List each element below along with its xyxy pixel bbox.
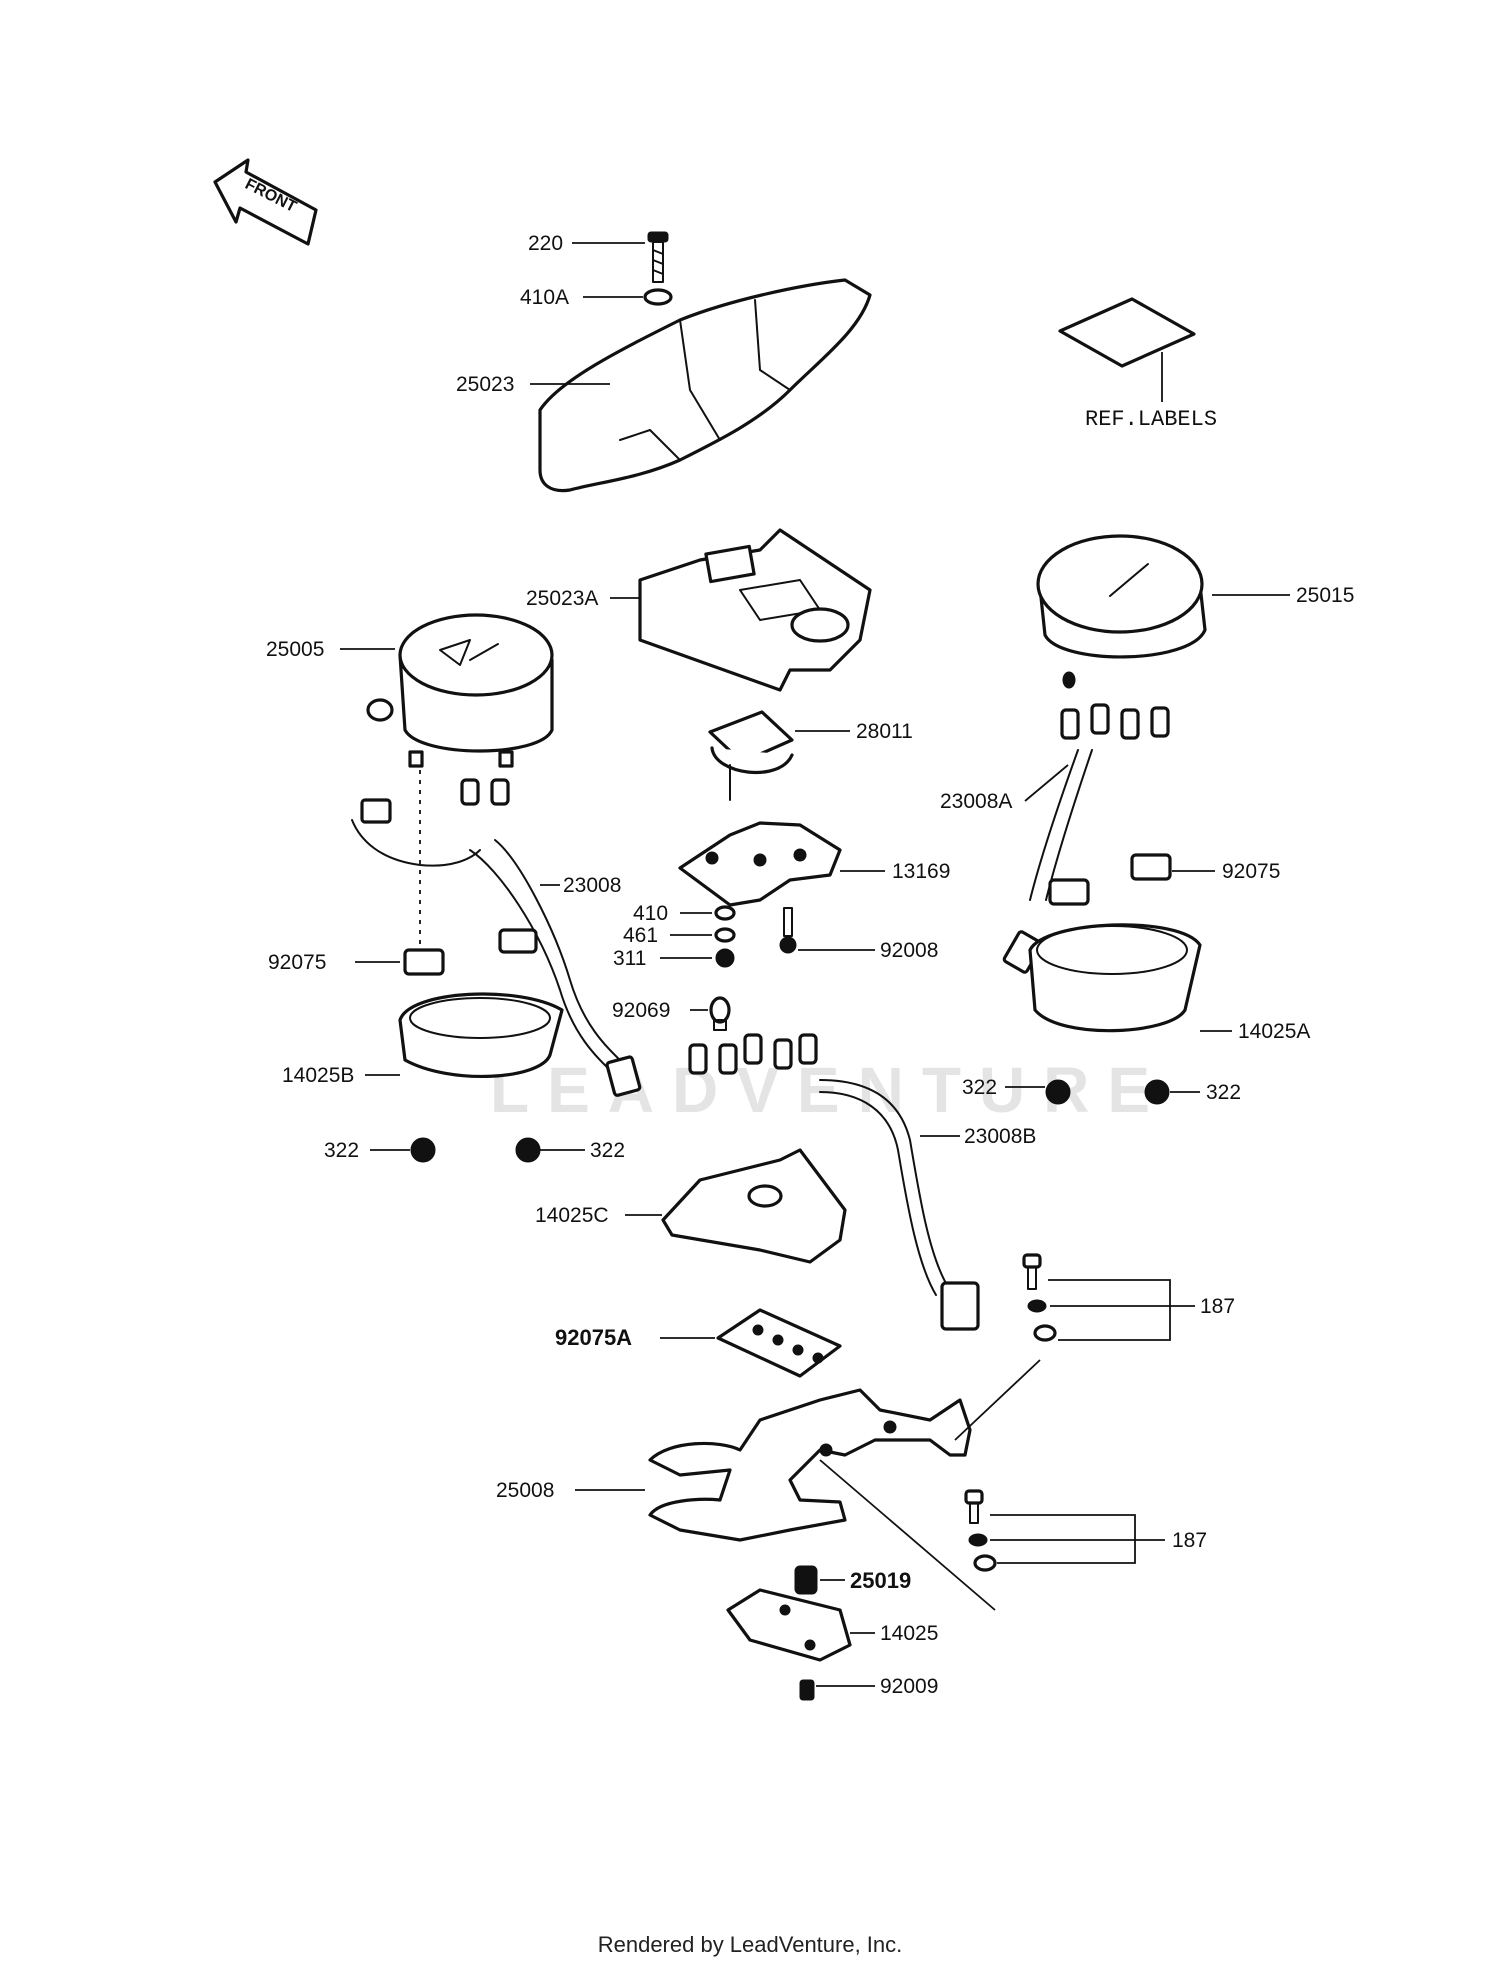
leader-187-top-bracket [1048,1279,1171,1341]
callout-25023A[interactable]: 25023A [526,587,598,610]
pad-92075A [716,1308,842,1378]
bolt-187-top [1022,1253,1057,1342]
right-gauge-25015 [1036,534,1207,689]
callout-410A[interactable]: 410A [520,286,569,309]
callout-410[interactable]: 410 [633,902,668,925]
upper-cover-25023 [538,278,872,493]
front-arrow-icon: FRONT [213,158,318,246]
case-14025C [661,1148,847,1264]
callout-92008[interactable]: 92008 [880,939,938,962]
washer-410A [643,288,673,306]
rubber-92075-left [403,928,538,976]
callout-23008B[interactable]: 23008B [964,1125,1036,1148]
cover-14025 [726,1588,852,1662]
nut-322-right [1144,1079,1170,1105]
screw-220 [647,231,669,283]
screw-92009 [799,1679,815,1701]
rubber-92075-right [1048,853,1172,906]
washer-461 [714,927,736,943]
callout-322-mid[interactable]: 322 [962,1076,997,1099]
callout-311[interactable]: 311 [613,947,646,970]
callout-14025[interactable]: 14025 [880,1622,938,1645]
bracket-13169 [678,821,842,907]
callout-322-right[interactable]: 322 [1206,1081,1241,1104]
callout-92075-right[interactable]: 92075 [1222,860,1280,883]
watermark-text: LEADVENTURE [490,1054,1168,1126]
nut-311 [715,948,735,968]
indicator-28011 [708,710,794,801]
callout-13169[interactable]: 13169 [892,860,950,883]
harness-23008 [351,778,642,1097]
assembly-line-25008 [819,1459,996,1611]
callout-23008A[interactable]: 23008A [940,790,1012,813]
left-gauge-25005 [366,613,554,768]
callout-23008[interactable]: 23008 [563,874,621,897]
callout-25008[interactable]: 25008 [496,1479,554,1502]
callout-92009[interactable]: 92009 [880,1675,938,1698]
footer-credit: Rendered by LeadVenture, Inc. [597,1932,903,1957]
ref-label-sheet: REF.LABELS [1058,297,1217,432]
callout-25019[interactable]: 25019 [850,1568,911,1593]
callout-14025A[interactable]: 14025A [1238,1020,1310,1043]
case-14025A [1028,923,1202,1033]
callout-25023[interactable]: 25023 [456,373,514,396]
callout-28011[interactable]: 28011 [856,720,913,743]
grommet-25019 [794,1565,818,1595]
case-14025B [398,992,564,1079]
callout-187-bottom[interactable]: 187 [1172,1529,1207,1552]
callout-92075-left[interactable]: 92075 [268,951,326,974]
assembly-line-187 [954,1359,1041,1441]
callout-14025B[interactable]: 14025B [282,1064,354,1087]
nut-322-left [410,1137,436,1163]
callout-322-left[interactable]: 322 [324,1139,359,1162]
callout-92075A[interactable]: 92075A [555,1325,632,1350]
leader-187-bottom-bracket [990,1514,1136,1564]
nut-322-mid [1045,1079,1071,1105]
callout-14025C[interactable]: 14025C [535,1204,609,1227]
nut-322-left2 [515,1137,541,1163]
bolt-187-bottom [964,1489,997,1572]
washer-410 [714,905,736,921]
callout-220[interactable]: 220 [528,232,563,255]
callout-25015[interactable]: 25015 [1296,584,1354,607]
callout-322-left2[interactable]: 322 [590,1139,625,1162]
callout-25005[interactable]: 25005 [266,638,324,661]
harness-23008B [688,1033,980,1331]
bracket-25008 [648,1388,972,1542]
bulb-92069 [709,996,731,1031]
leader-23008A [1024,764,1069,802]
callout-187-top[interactable]: 187 [1200,1295,1235,1318]
ref-labels-text: REF.LABELS [1085,407,1217,432]
screw-92008 [779,907,797,954]
callout-92069[interactable]: 92069 [612,999,670,1022]
center-housing-25023A [638,528,872,692]
callout-461[interactable]: 461 [623,924,658,947]
harness-23008A [1002,703,1170,974]
